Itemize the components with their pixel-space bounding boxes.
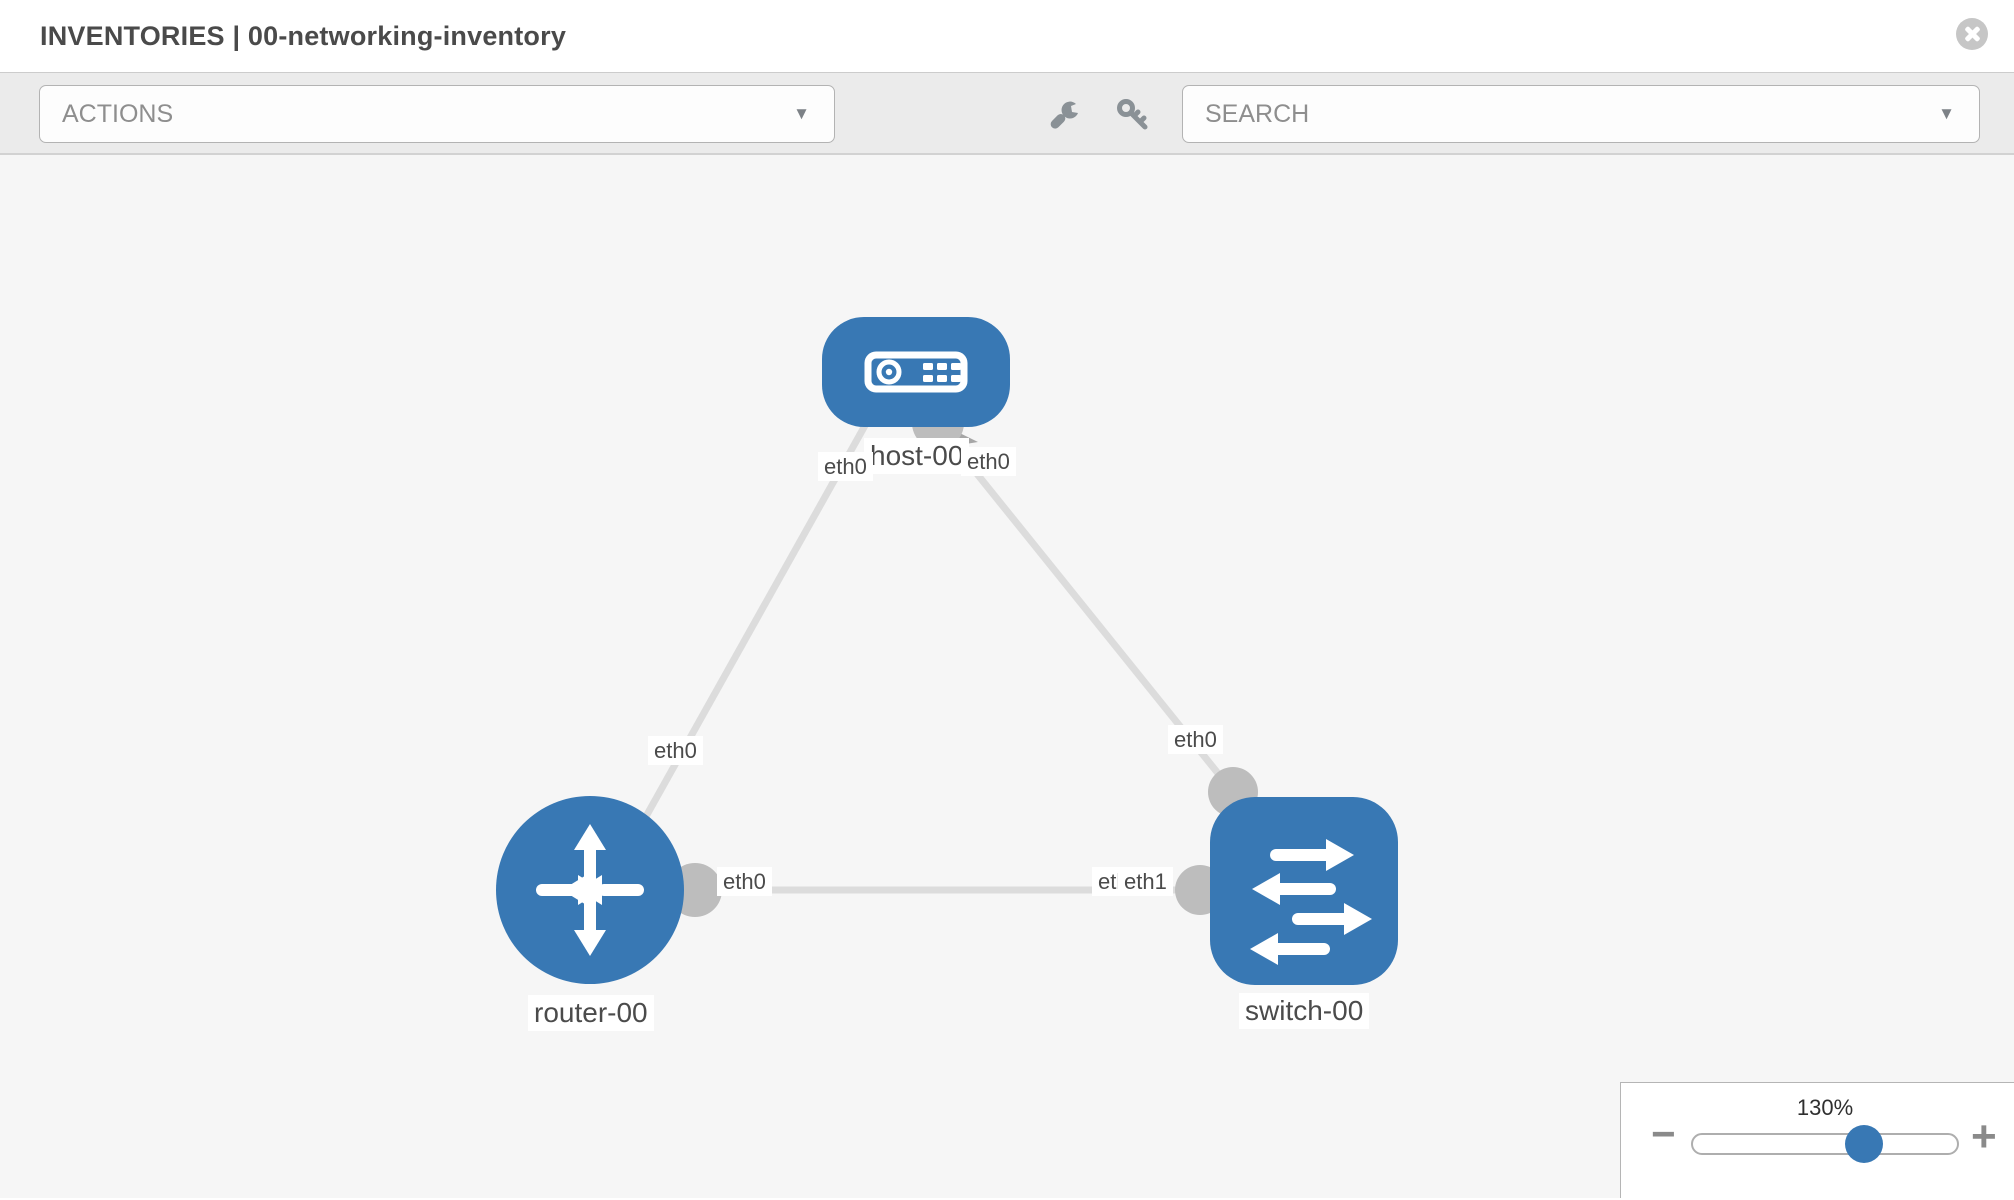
interface-label-router-link-eth0: eth0	[648, 736, 703, 766]
chevron-down-icon: ▼	[793, 104, 810, 123]
node-switch-00[interactable]	[1210, 797, 1398, 985]
page-title: INVENTORIES | 00-networking-inventory	[40, 21, 567, 51]
close-icon	[1964, 26, 1980, 42]
toolbar: ACTIONS ▼ SEARCH ▼	[0, 73, 2014, 155]
search-dropdown[interactable]: SEARCH ▼	[1182, 85, 1980, 143]
zoom-slider-track[interactable]	[1691, 1133, 1959, 1155]
zoom-in-button[interactable]: +	[1971, 1112, 1997, 1161]
node-label-router-00: router-00	[528, 995, 654, 1032]
search-placeholder: SEARCH	[1205, 100, 1310, 128]
interface-label-host-eth0-left: eth0	[818, 452, 873, 482]
zoom-out-button[interactable]: −	[1651, 1110, 1676, 1157]
node-router-00[interactable]	[496, 796, 684, 984]
header-bar: INVENTORIES | 00-networking-inventory	[0, 0, 2014, 73]
switch-icon	[1250, 839, 1372, 965]
node-host-00[interactable]	[822, 317, 1010, 427]
node-label-host-00: host-00	[864, 438, 970, 475]
host-icon	[864, 351, 968, 393]
zoom-slider-thumb[interactable]	[1845, 1125, 1883, 1163]
interface-label-switch-eth1: eth1	[1118, 867, 1173, 897]
actions-dropdown-label: ACTIONS	[62, 100, 174, 128]
zoom-control-panel: 130% − +	[1620, 1082, 2014, 1198]
chevron-down-icon: ▼	[1938, 104, 1955, 123]
node-label-switch-00: switch-00	[1239, 993, 1370, 1030]
zoom-level-value: 130%	[1796, 1095, 1854, 1120]
router-icon	[536, 824, 644, 956]
interface-label-host-eth0-right: eth0	[961, 447, 1016, 477]
topology-canvas[interactable]: host-00 router-00 switch-00 eth0 eth0 et…	[0, 155, 2014, 1198]
key-icon-button[interactable]	[1114, 96, 1152, 134]
interface-label-switch-eth0: eth0	[1168, 725, 1223, 755]
actions-dropdown[interactable]: ACTIONS ▼	[39, 85, 835, 143]
interface-label-router-eth0: eth0	[717, 867, 772, 897]
link-host-router	[626, 411, 876, 847]
close-button[interactable]	[1956, 18, 1988, 50]
wrench-icon-button[interactable]	[1046, 96, 1084, 134]
links-layer	[626, 397, 1258, 917]
